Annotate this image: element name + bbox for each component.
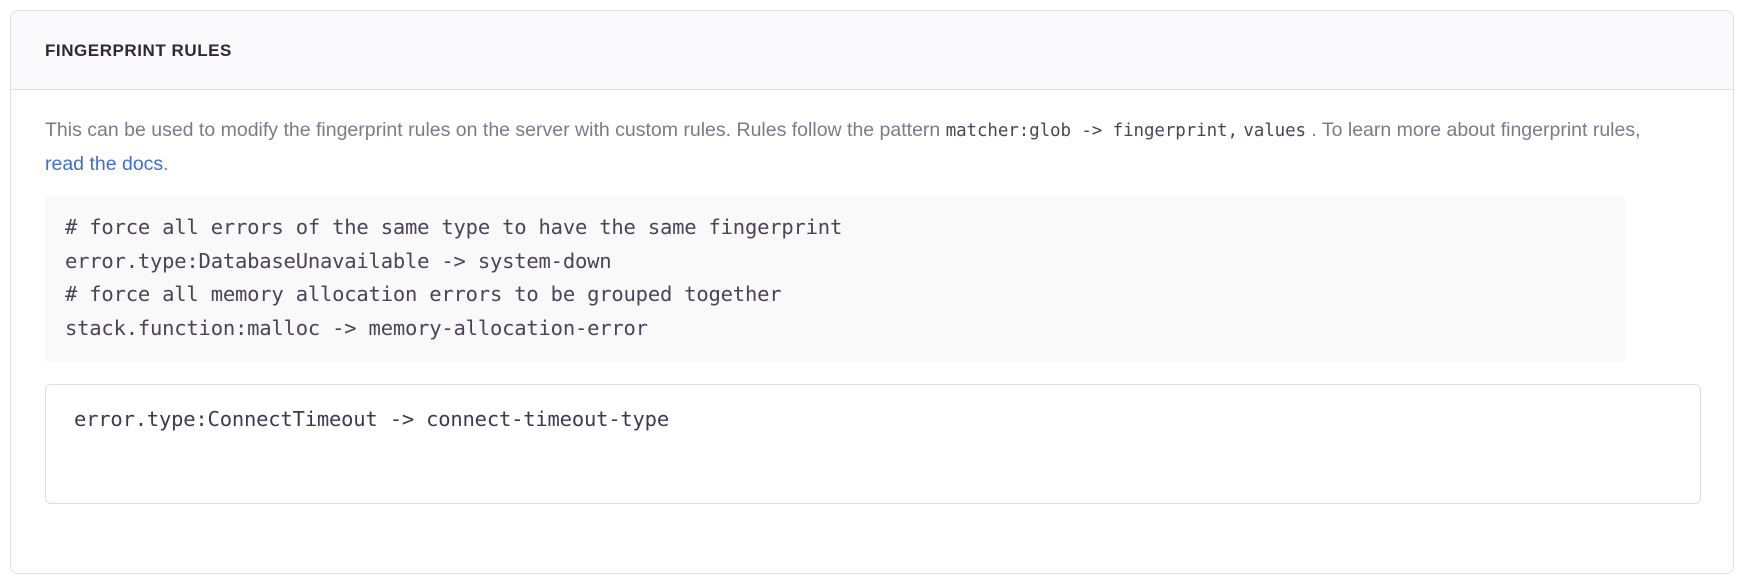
- page-title: Fingerprint Rules: [45, 40, 232, 60]
- fingerprint-rules-panel: Fingerprint Rules This can be used to mo…: [10, 10, 1734, 574]
- example-rules-code: # force all errors of the same type to h…: [65, 215, 843, 340]
- inline-code-values: values: [1243, 121, 1306, 141]
- example-rules-code-block: # force all errors of the same type to h…: [45, 196, 1625, 362]
- read-the-docs-link[interactable]: read the docs: [45, 153, 164, 175]
- description-text-part2: . To learn more about fingerprint rules,: [1305, 119, 1641, 141]
- fingerprint-rules-input[interactable]: [45, 384, 1701, 504]
- inline-code-pattern: matcher:glob -> fingerprint,: [945, 121, 1238, 141]
- description-text-part3: .: [163, 153, 169, 175]
- description-text-part1: This can be used to modify the fingerpri…: [45, 119, 946, 141]
- panel-header: Fingerprint Rules: [11, 11, 1733, 90]
- panel-body: This can be used to modify the fingerpri…: [11, 90, 1733, 573]
- panel-description: This can be used to modify the fingerpri…: [45, 114, 1645, 181]
